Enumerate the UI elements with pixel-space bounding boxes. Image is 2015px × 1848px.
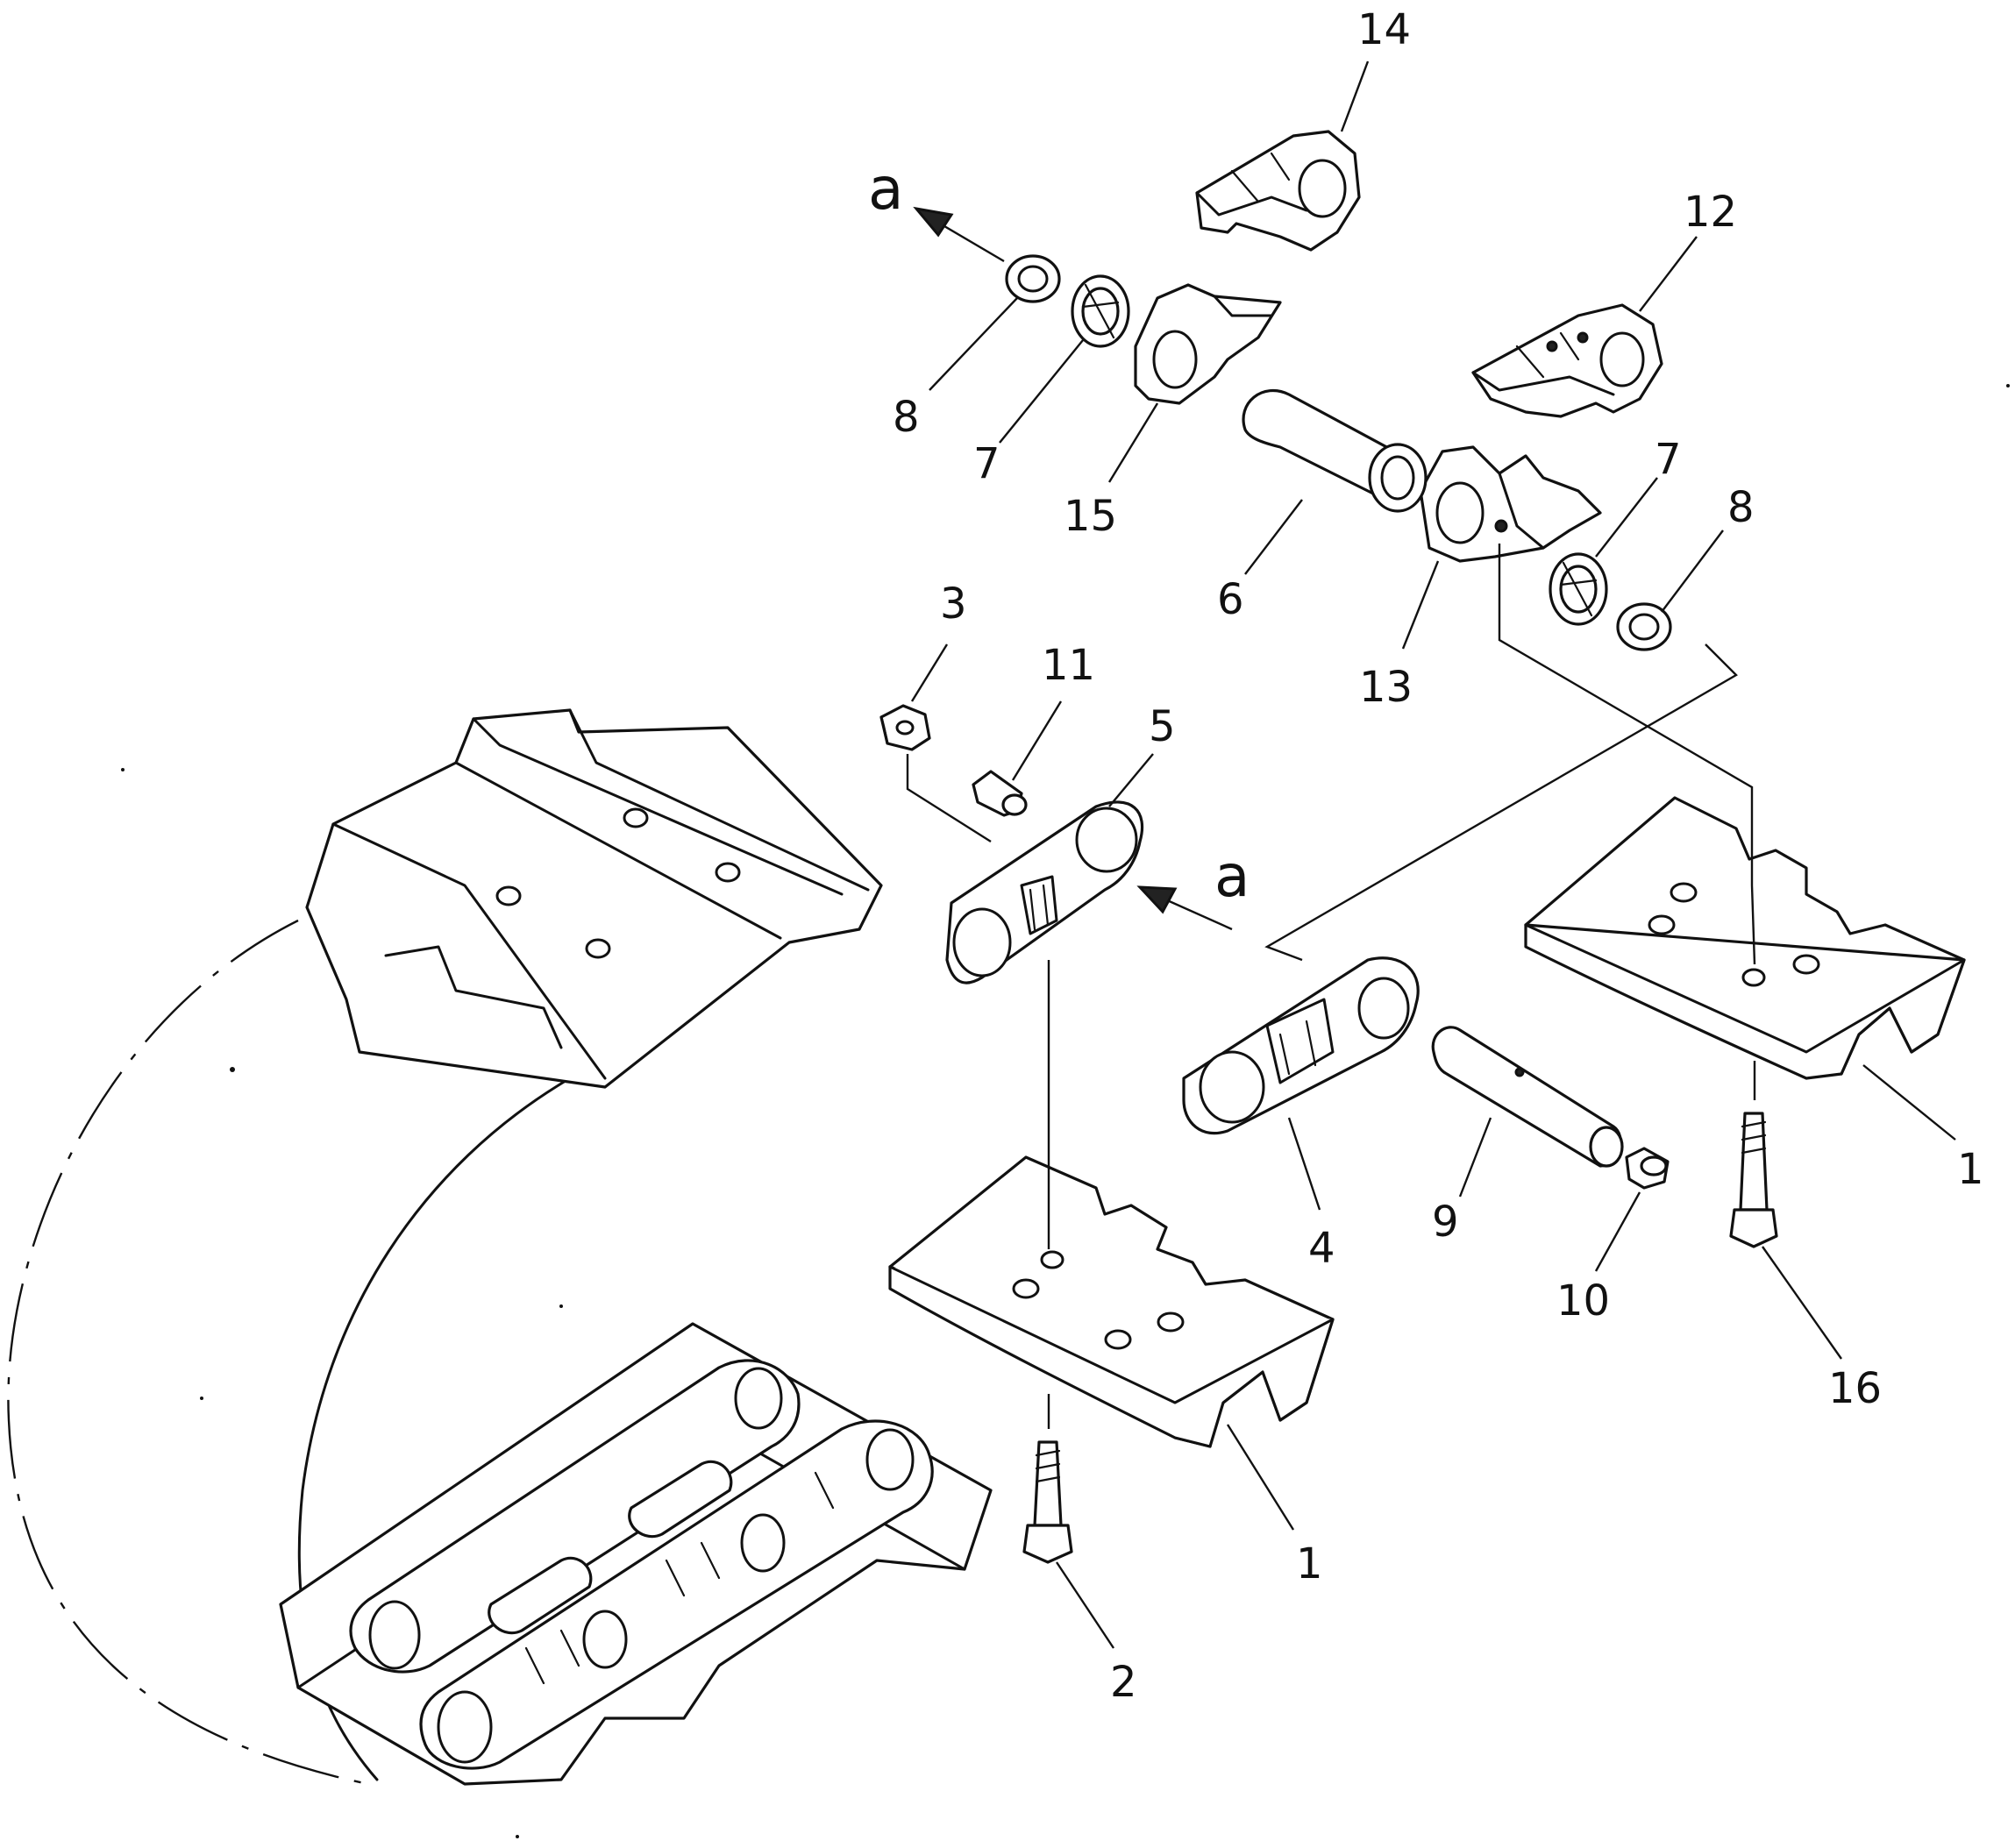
part-10-spacer — [1625, 1147, 1670, 1190]
part-1-track-shoe-right — [1524, 796, 1966, 1080]
callout-1-center: 1 — [1296, 1539, 1323, 1589]
callout-13: 13 — [1359, 663, 1413, 712]
part-7-seal-right — [1549, 552, 1608, 626]
view-arrow-a-lower: a — [1136, 842, 1250, 931]
callout-3: 3 — [940, 579, 967, 629]
view-label-a-upper: a — [868, 155, 903, 223]
callout-8-left: 8 — [893, 393, 920, 442]
view-label-a-lower: a — [1214, 842, 1250, 910]
assembly-guide-lines — [906, 544, 1756, 1249]
callout-8-right: 8 — [1727, 483, 1755, 532]
assembled-track-loop — [7, 708, 993, 1786]
part-15-track-link — [1134, 283, 1282, 405]
loop-top-shoe — [305, 708, 883, 1089]
callout-1-right: 1 — [1957, 1145, 1984, 1194]
callout-9: 9 — [1432, 1198, 1459, 1247]
part-6-bushing — [1242, 388, 1428, 513]
part-14-track-link — [1195, 130, 1361, 252]
callout-14: 14 — [1357, 5, 1411, 54]
part-12-track-link — [1471, 303, 1663, 418]
callout-12: 12 — [1684, 188, 1737, 237]
part-11-master-bolt — [972, 770, 1028, 817]
callout-16: 16 — [1828, 1364, 1882, 1413]
callout-2: 2 — [1110, 1658, 1137, 1707]
part-13-track-link — [1419, 445, 1602, 563]
callout-11: 11 — [1042, 641, 1095, 690]
part-1-track-shoe-center — [888, 1155, 1335, 1448]
part-4-master-link — [1182, 956, 1420, 1135]
callout-7-left: 7 — [973, 439, 1000, 488]
loop-bottom-links — [279, 1322, 993, 1786]
part-16-shoe-bolt — [1729, 1061, 1778, 1248]
track-loop-outline — [7, 919, 369, 1786]
callout-labels: 14 12 8 7 15 6 13 7 8 3 11 5 4 9 10 1 16… — [893, 5, 1984, 1707]
callout-7-right: 7 — [1655, 435, 1682, 484]
part-8-spacer-ring-right — [1616, 602, 1672, 651]
scan-specks — [121, 384, 2010, 1838]
view-arrow-a-upper: a — [868, 155, 1005, 263]
callout-leaders — [910, 60, 1956, 1649]
part-2-shoe-bolt — [1022, 1394, 1073, 1564]
callout-4: 4 — [1308, 1224, 1335, 1273]
callout-15: 15 — [1064, 492, 1117, 541]
part-3-shoe-nut — [879, 704, 931, 751]
callout-10: 10 — [1556, 1276, 1610, 1326]
part-9-track-pin — [1431, 1026, 1624, 1168]
callout-5: 5 — [1149, 702, 1176, 751]
part-5-master-link — [945, 800, 1144, 984]
part-8-spacer-ring-left — [1005, 254, 1061, 303]
part-7-seal-left — [1071, 274, 1130, 348]
callout-6: 6 — [1217, 575, 1244, 624]
